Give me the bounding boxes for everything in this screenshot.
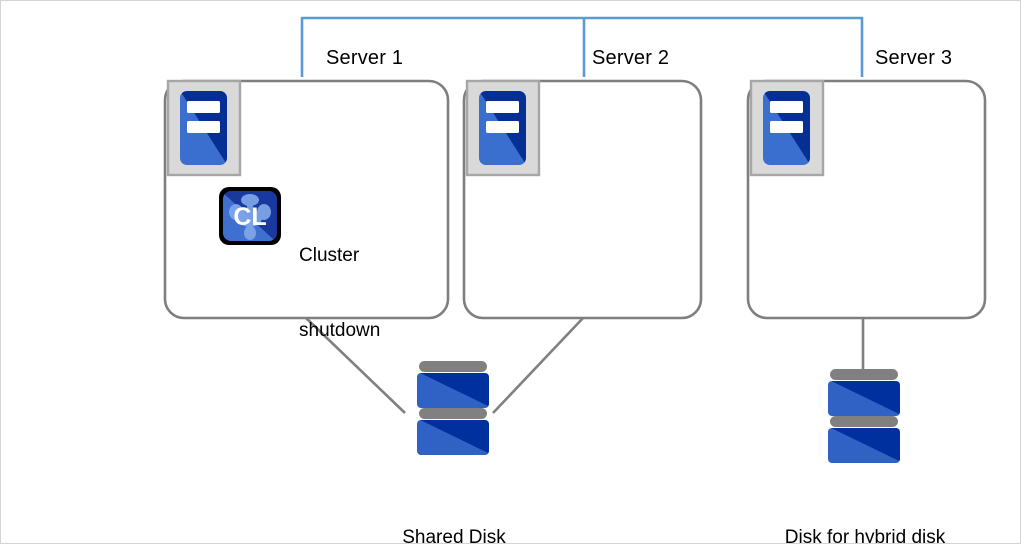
server-3-label: Server 3 xyxy=(875,47,953,69)
cluster-icon-text: CL xyxy=(233,203,266,231)
server-1-label: Server 1 xyxy=(326,47,404,69)
network-interconnect-lines xyxy=(300,16,864,77)
hybrid-disk-caption: Disk for hybrid disk resource xyxy=(743,473,987,544)
cluster-shutdown-label-line2: shutdown xyxy=(299,320,381,341)
disk-connector-lines xyxy=(304,316,865,414)
server-1-icon xyxy=(166,79,242,177)
server-2-icon xyxy=(465,79,541,177)
hybrid-disk-caption-line1: Disk for hybrid disk xyxy=(784,527,946,544)
server-3-icon xyxy=(749,79,825,177)
cluster-shutdown-icon[interactable]: CL xyxy=(219,187,281,245)
cluster-shutdown-label-line1: Cluster xyxy=(299,245,360,266)
cluster-shutdown-label: Cluster shutdown xyxy=(299,193,380,393)
shared-disk-icon[interactable] xyxy=(417,361,489,455)
shared-disk-caption-line1: Shared Disk xyxy=(402,527,506,544)
hybrid-disk-icon[interactable] xyxy=(828,369,900,463)
shared-disk-caption: Shared Disk for hybrid disk resource xyxy=(313,473,595,544)
server-2-label: Server 2 xyxy=(592,47,670,69)
